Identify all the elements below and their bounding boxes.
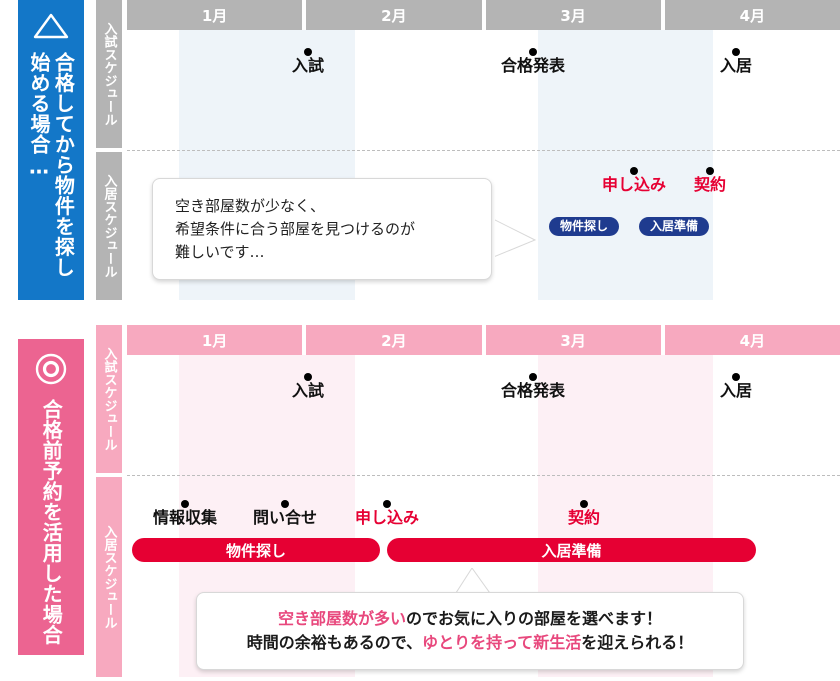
event-label: 入居 <box>719 56 753 75</box>
section-case-after-pass: 合格してから物件を探し始める場合… 入試スケジュール 入居スケジュール 1月 2… <box>0 0 840 305</box>
event-label: 入居 <box>719 381 753 400</box>
row-label-exam-schedule-bottom: 入試スケジュール <box>96 325 122 473</box>
case-banner-after-pass: 合格してから物件を探し始める場合… <box>18 0 84 300</box>
month-header-row-top: 1月 2月 3月 4月 <box>127 0 840 30</box>
stripe-apr <box>537 30 713 300</box>
timeline-grid-top: 1月 2月 3月 4月 <box>127 0 840 300</box>
pill-nyukyo-junbi: 入居準備 <box>639 217 710 236</box>
event-marker-nyukyo-b: 入居 <box>720 373 752 400</box>
event-marker-moushikomi-top: 申し込み <box>602 167 666 194</box>
event-dot <box>731 48 740 56</box>
case-banner-label: 合格前予約を活用した場合 <box>39 399 64 645</box>
event-marker-keiyaku-top: 契約 <box>694 167 726 194</box>
case-banner-pre-pass: 合格前予約を活用した場合 <box>18 339 84 655</box>
event-dot <box>705 167 714 175</box>
month-header-row-bottom: 1月 2月 3月 4月 <box>127 325 840 355</box>
event-dot <box>280 500 289 508</box>
bubble-line-3: 難しいです… <box>175 242 265 261</box>
event-marker-nyukyo: 入居 <box>720 48 752 75</box>
event-label: 情報収集 <box>152 508 218 527</box>
event-dot <box>303 48 312 56</box>
timeline-grid-bottom: 1月 2月 3月 4月 <box>127 325 840 677</box>
month-cell-apr: 4月 <box>664 0 840 30</box>
event-dot <box>303 373 312 381</box>
event-marker-keiyaku-bottom: 契約 <box>568 500 600 527</box>
bubble-line-1-rest: のでお気に入りの部屋を選べます！ <box>406 609 663 628</box>
phase-bar-nyukyo-junbi: 入居準備 <box>387 538 756 562</box>
event-label: 問い合せ <box>252 508 318 527</box>
row-divider-bottom <box>127 475 840 476</box>
event-marker-moushikomi-bottom: 申し込み <box>355 500 419 527</box>
double-circle-icon <box>33 351 69 391</box>
event-dot <box>180 500 189 508</box>
month-cell-mar: 3月 <box>485 0 661 30</box>
speech-bubble-top-text: 空き部屋数が少なく、 希望条件に合う部屋を見つけるのが 難しいです… <box>175 195 473 263</box>
event-label: 入試 <box>291 381 325 400</box>
case-banner-label: 合格してから物件を探し始める場合… <box>27 52 76 278</box>
row-label-exam-schedule-text: 入試スケジュール <box>101 347 117 451</box>
row-label-housing-schedule-text: 入居スケジュール <box>101 525 117 629</box>
event-label: 申し込み <box>354 508 420 527</box>
month-cell-feb: 2月 <box>306 0 482 30</box>
event-dot <box>629 167 638 175</box>
row-label-housing-schedule-text: 入居スケジュール <box>101 174 117 278</box>
event-label: 契約 <box>567 508 601 527</box>
bubble-line-1: 空き部屋数が少なく、 <box>175 197 326 215</box>
event-label: 合格発表 <box>500 56 566 75</box>
month-cell-jan: 1月 <box>127 0 303 30</box>
row-label-exam-schedule-top: 入試スケジュール <box>96 0 122 148</box>
event-marker-nyushi-b: 入試 <box>292 373 324 400</box>
phase-bar-bukken-sagashi: 物件探し <box>132 538 380 562</box>
bubble-line-2-start: 時間の余裕もあるので、 <box>246 633 423 652</box>
event-dot <box>382 500 391 508</box>
event-dot <box>731 373 740 381</box>
row-label-housing-schedule-top: 入居スケジュール <box>96 152 122 300</box>
event-dot <box>528 373 537 381</box>
bubble-highlight-2: ゆとりを持って新生活 <box>422 633 582 652</box>
row-divider-top <box>127 150 840 151</box>
event-label: 契約 <box>693 175 727 194</box>
event-marker-nyushi: 入試 <box>292 48 324 75</box>
event-marker-jouhou-shuushuu: 情報収集 <box>153 500 217 527</box>
pill-bukken-sagashi: 物件探し <box>549 217 620 236</box>
month-cell-apr: 4月 <box>664 325 840 355</box>
event-label: 申し込み <box>601 175 667 194</box>
bubble-line-2: 希望条件に合う部屋を見つけるのが <box>175 219 416 238</box>
speech-bubble-bottom-text: 空き部屋数が多いのでお気に入りの部屋を選べます！ 時間の余裕もあるので、ゆとりを… <box>215 607 725 655</box>
event-label: 入試 <box>291 56 325 75</box>
bubble-line-2-end: を迎えられる！ <box>581 633 694 652</box>
event-dot <box>528 48 537 56</box>
event-dot <box>579 500 588 508</box>
speech-bubble-bottom: 空き部屋数が多いのでお気に入りの部屋を選べます！ 時間の余裕もあるので、ゆとりを… <box>196 592 744 670</box>
speech-bubble-top: 空き部屋数が少なく、 希望条件に合う部屋を見つけるのが 難しいです… <box>152 178 492 281</box>
month-cell-mar: 3月 <box>485 325 661 355</box>
month-cell-jan: 1月 <box>127 325 303 355</box>
row-label-exam-schedule-text: 入試スケジュール <box>101 22 117 126</box>
month-cell-feb: 2月 <box>306 325 482 355</box>
triangle-outline-icon <box>33 12 69 44</box>
event-marker-goukaku-happyou: 合格発表 <box>501 48 565 75</box>
event-marker-goukaku-happyou-b: 合格発表 <box>501 373 565 400</box>
event-label: 合格発表 <box>500 381 566 400</box>
row-label-housing-schedule-bottom: 入居スケジュール <box>96 477 122 677</box>
bubble-highlight-1: 空き部屋数が多い <box>277 609 406 628</box>
event-marker-toiawase: 問い合せ <box>253 500 317 527</box>
